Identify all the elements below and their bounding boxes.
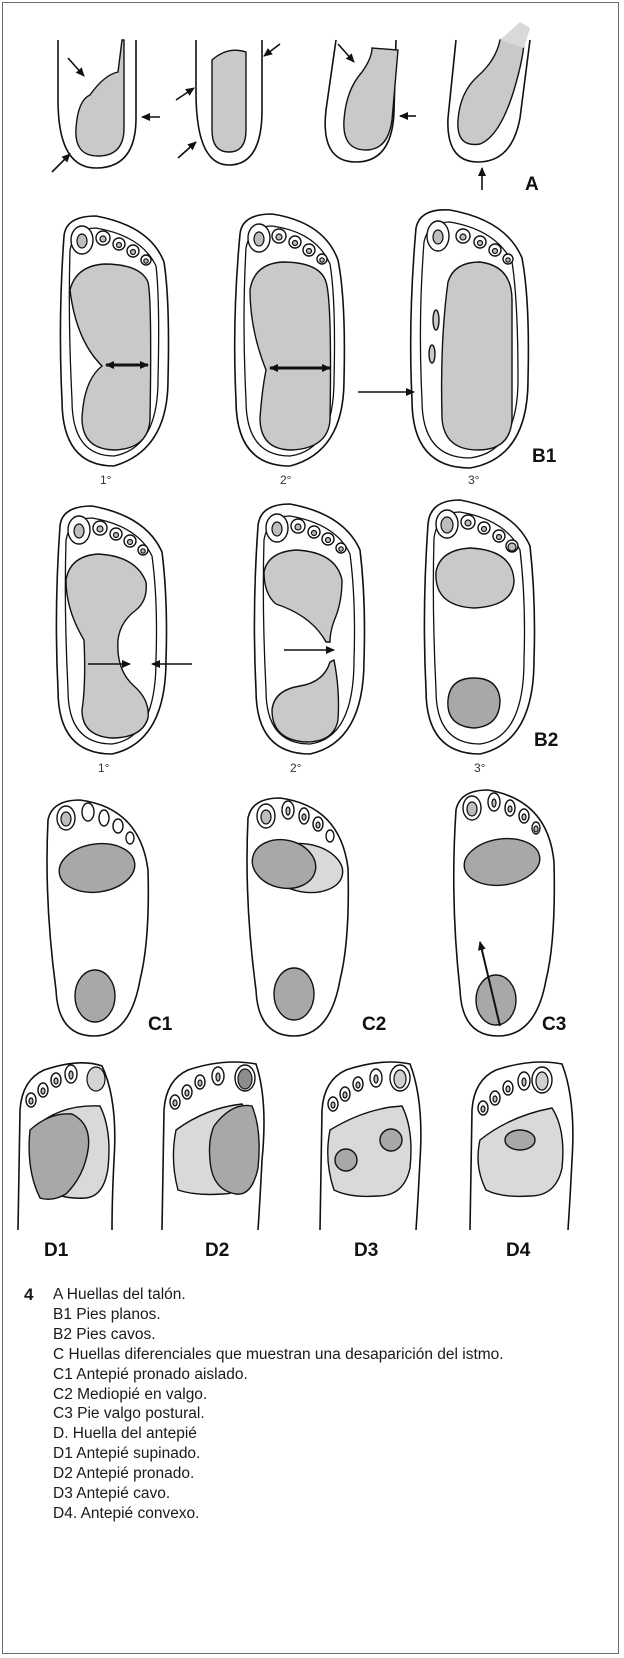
caption-line-c2: C2 Mediopié en valgo. — [53, 1385, 604, 1405]
forefoot-d4 — [470, 1062, 573, 1230]
cavus-foot-grade-3 — [424, 500, 534, 754]
panel-a-heel-prints: A — [52, 22, 539, 195]
caption-lines: A Huellas del talón. B1 Pies planos. B2 … — [24, 1285, 604, 1524]
heel-print-a2 — [176, 40, 280, 165]
caption-line-b2: B2 Pies cavos. — [53, 1325, 604, 1345]
forefoot-d3 — [320, 1062, 421, 1230]
panel-label-c2: C2 — [362, 1014, 386, 1035]
degree-label-b2-3: 3° — [474, 761, 486, 775]
caption-line-c3: C3 Pie valgo postural. — [53, 1404, 604, 1424]
caption-line-d1: D1 Antepié supinado. — [53, 1444, 604, 1464]
panel-label-c1: C1 — [148, 1014, 173, 1035]
panel-label-b1: B1 — [532, 446, 557, 467]
panel-b1-flat-feet: 1° 2° 3° B1 — [60, 210, 556, 487]
caption-line-b1: B1 Pies planos. — [53, 1305, 604, 1325]
cavus-foot-grade-1 — [56, 506, 192, 754]
heel-print-a3 — [325, 40, 416, 162]
foot-c1 — [47, 800, 148, 1036]
panel-c-differential-prints: C1 C2 C3 — [47, 790, 566, 1036]
caption-line-d2: D2 Antepié pronado. — [53, 1464, 604, 1484]
caption-line-c1: C1 Antepié pronado aislado. — [53, 1365, 604, 1385]
degree-label-b1-2: 2° — [280, 473, 292, 487]
panel-label-c3: C3 — [542, 1014, 566, 1035]
footprint-figure: A 1° 2° — [0, 0, 624, 1280]
panel-label-d1: D1 — [44, 1240, 69, 1261]
cavus-foot-grade-2 — [254, 504, 364, 754]
caption-line-d3: D3 Antepié cavo. — [53, 1484, 604, 1504]
figure-caption: 4 A Huellas del talón. B1 Pies planos. B… — [24, 1285, 604, 1524]
panel-b2-cavus-feet: 1° 2° 3° B2 — [56, 500, 558, 775]
panel-d-forefoot-prints: D1 D2 D3 — [18, 1062, 573, 1261]
caption-line-d4: D4. Antepié convexo. — [53, 1504, 604, 1524]
degree-label-b1-3: 3° — [468, 473, 480, 487]
panel-label-d3: D3 — [354, 1240, 378, 1261]
forefoot-d1 — [18, 1063, 115, 1230]
foot-c3 — [454, 790, 555, 1036]
flat-foot-grade-2 — [235, 214, 345, 466]
panel-label-d4: D4 — [506, 1240, 531, 1261]
caption-line-d: D. Huella del antepié — [53, 1424, 604, 1444]
degree-label-b1-1: 1° — [100, 473, 112, 487]
degree-label-b2-2: 2° — [290, 761, 302, 775]
panel-label-b2: B2 — [534, 730, 558, 751]
foot-c2 — [247, 798, 348, 1036]
panel-label-a: A — [525, 174, 539, 195]
caption-line-c: C Huellas diferenciales que muestran una… — [53, 1345, 604, 1365]
flat-foot-grade-3 — [358, 210, 528, 468]
heel-print-a4 — [448, 22, 530, 190]
panel-label-d2: D2 — [205, 1240, 229, 1261]
forefoot-d2 — [162, 1062, 264, 1230]
degree-label-b2-1: 1° — [98, 761, 110, 775]
caption-line-a: A Huellas del talón. — [53, 1285, 604, 1305]
heel-print-a1 — [52, 40, 160, 172]
flat-foot-grade-1 — [60, 216, 168, 466]
figure-number: 4 — [24, 1285, 33, 1305]
